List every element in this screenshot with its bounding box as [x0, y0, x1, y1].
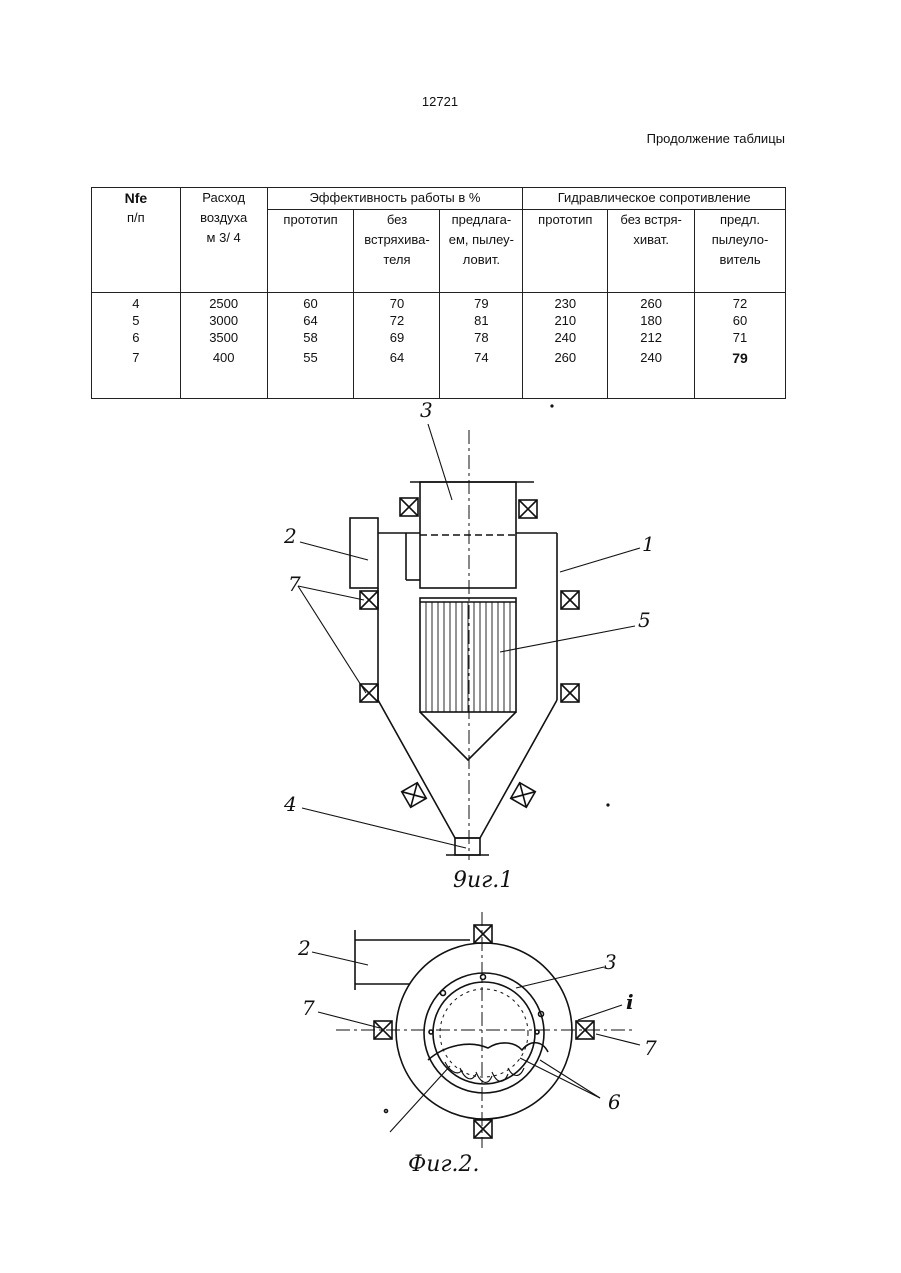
header-res-no-shaker: без встря- хиват.: [608, 210, 695, 293]
cell-e1-3: 55: [272, 348, 350, 368]
col-eff-proposed-values: 79 81 78 74: [440, 293, 523, 399]
header-eff-no-shaker: без встряхива- теля: [354, 210, 440, 293]
cell-e3-2: 78: [444, 328, 518, 348]
cell-flow-1: 3000: [185, 314, 263, 328]
header-res-proposed-l1: предл.: [699, 210, 781, 230]
cell-e1-0: 60: [272, 294, 350, 314]
fig2-shaker-right: [576, 1021, 594, 1039]
fig1-label-5: 5: [638, 608, 651, 632]
header-res-proposed-l2: пылеуло-: [699, 230, 781, 250]
cell-e2-0: 70: [358, 294, 435, 314]
header-flow-line1: Расход: [185, 188, 263, 208]
cell-r2-3: 240: [612, 348, 690, 368]
cell-flow-2: 3500: [185, 328, 263, 348]
cell-e2-3: 64: [358, 348, 435, 368]
cell-e1-2: 58: [272, 328, 350, 348]
fig2-label-2: 2: [298, 936, 311, 960]
shaker-hopper-left: [402, 783, 427, 808]
cell-n-0: 4: [96, 294, 176, 314]
cell-flow-0: 2500: [185, 294, 263, 314]
fig2-label-6: 6: [608, 1090, 621, 1114]
header-eff-prototype: прототип: [267, 210, 354, 293]
cell-r3-1: 60: [699, 314, 781, 328]
fig2-shaker-bottom: [474, 1120, 492, 1138]
col-number-values: 4 5 6 7: [92, 293, 181, 399]
cell-flow-3: 400: [185, 348, 263, 368]
header-res-no-shaker-l2: хиват.: [612, 230, 690, 250]
header-eff-no-shaker-l2: встряхива-: [358, 230, 435, 250]
header-number-sub: п/п: [96, 208, 176, 228]
header-resistance-group: Гидравлическое сопротивление: [523, 188, 786, 210]
header-res-proposed-l3: витель: [699, 250, 781, 270]
header-flow-line3: м 3/ 4: [185, 228, 263, 248]
header-eff-proposed-l1: предлага-: [444, 210, 518, 230]
header-eff-no-shaker-l1: без: [358, 210, 435, 230]
cell-e2-1: 72: [358, 314, 435, 328]
fig1-label-2: 2: [284, 524, 297, 548]
header-res-prototype: прототип: [523, 210, 608, 293]
cell-e3-0: 79: [444, 294, 518, 314]
fig1-label-1: 1: [642, 532, 655, 556]
col-eff-prototype-values: 60 64 58 55: [267, 293, 354, 399]
page-number: 12721: [0, 94, 880, 109]
cell-n-2: 6: [96, 328, 176, 348]
cell-r2-2: 212: [612, 328, 690, 348]
col-res-prototype-values: 230 210 240 260: [523, 293, 608, 399]
fig2-shaker-top: [474, 925, 492, 943]
cell-r2-1: 180: [612, 314, 690, 328]
figure-1-caption: 9иг.1: [453, 868, 513, 893]
cell-e3-3: 74: [444, 348, 518, 368]
header-eff-proposed-l3: ловит.: [444, 250, 518, 270]
cell-e3-1: 81: [444, 314, 518, 328]
cell-r1-2: 240: [527, 328, 603, 348]
shaker-top-right: [519, 500, 537, 518]
cell-r3-0: 72: [699, 294, 781, 314]
header-res-no-shaker-l1: без встря-: [612, 210, 690, 230]
shaker-left-upper: [360, 591, 378, 609]
cell-r3-3: 79: [699, 348, 781, 368]
col-eff-no-shaker-values: 70 72 69 64: [354, 293, 440, 399]
fig1-label-3: 3: [420, 398, 433, 422]
header-flow: Расход воздуха м 3/ 4: [180, 188, 267, 293]
cell-r3-2: 71: [699, 328, 781, 348]
header-flow-line2: воздуха: [185, 208, 263, 228]
header-number-label: Nfe: [96, 188, 176, 208]
fig1-label-4: 4: [284, 792, 297, 816]
col-flow-values: 2500 3000 3500 400: [180, 293, 267, 399]
cell-e1-1: 64: [272, 314, 350, 328]
cell-r1-3: 260: [527, 348, 603, 368]
header-eff-no-shaker-l3: теля: [358, 250, 435, 270]
header-eff-proposed-l2: ем, пылеу-: [444, 230, 518, 250]
cell-e2-2: 69: [358, 328, 435, 348]
shaker-left-lower: [360, 684, 378, 702]
header-eff-proposed: предлага- ем, пылеу- ловит.: [440, 210, 523, 293]
shaker-hopper-right: [511, 783, 536, 808]
fig2-label-3: 3: [604, 950, 617, 974]
header-res-proposed: предл. пылеуло- витель: [695, 210, 786, 293]
cell-r1-0: 230: [527, 294, 603, 314]
col-res-proposed-values: 72 60 71 79: [695, 293, 786, 399]
header-efficiency-group: Эффективность работы в %: [267, 188, 523, 210]
fig1-label-7: 7: [288, 572, 301, 596]
shaker-top-left: [400, 498, 418, 516]
header-number: Nfe п/п: [92, 188, 181, 293]
cell-n-3: 7: [96, 348, 176, 368]
shaker-right-lower: [561, 684, 579, 702]
col-res-no-shaker-values: 260 180 212 240: [608, 293, 695, 399]
shaker-right-upper: [561, 591, 579, 609]
results-table: Nfe п/п Расход воздуха м 3/ 4 Эффективно…: [91, 187, 786, 399]
cell-r1-1: 210: [527, 314, 603, 328]
fig2-shaker-left: [374, 1021, 392, 1039]
fig2-label-7-right: 7: [644, 1036, 657, 1060]
fig2-label-i: i: [626, 990, 634, 1014]
cell-n-1: 5: [96, 314, 176, 328]
continuation-title: Продолжение таблицы: [647, 131, 785, 146]
fig2-label-7-left: 7: [302, 996, 315, 1020]
figure-2-caption: Фиг.2.: [408, 1152, 480, 1177]
cell-r2-0: 260: [612, 294, 690, 314]
